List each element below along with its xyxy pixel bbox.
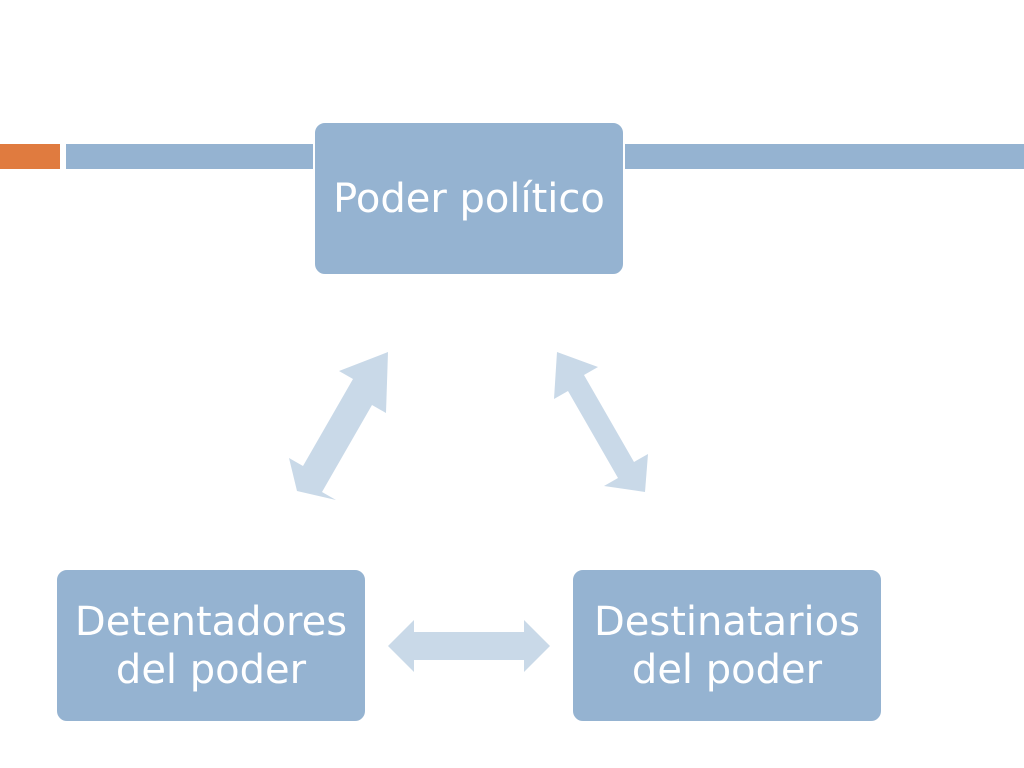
node-detentadores-label: Detentadores del poder xyxy=(74,598,348,693)
double-arrow-left-diagonal xyxy=(289,352,388,500)
double-arrow-right-diagonal xyxy=(554,352,648,492)
node-detentadores: Detentadores del poder xyxy=(55,568,367,723)
double-arrow-horizontal xyxy=(388,620,550,672)
node-poder-politico-label: Poder político xyxy=(333,175,605,222)
node-destinatarios: Destinatarios del poder xyxy=(571,568,883,723)
node-destinatarios-label: Destinatarios del poder xyxy=(594,598,860,693)
accent-bar xyxy=(0,144,60,169)
header-rule-right xyxy=(624,144,1024,169)
node-poder-politico: Poder político xyxy=(313,121,625,276)
header-rule-left xyxy=(66,144,316,169)
